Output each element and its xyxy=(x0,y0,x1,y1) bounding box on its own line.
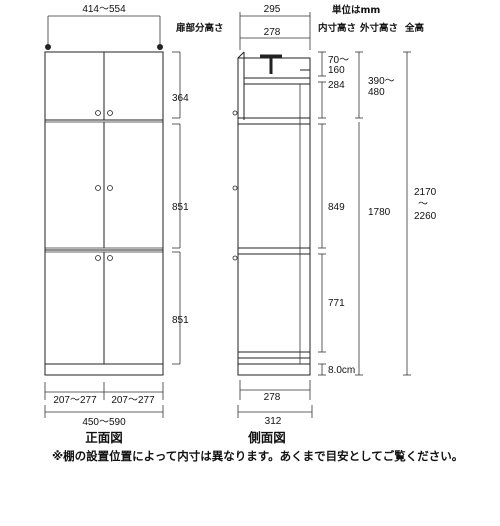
side-inner-top-range: 70〜 160 xyxy=(328,55,352,76)
header-inner-height: 内寸高さ xyxy=(318,22,356,34)
side-inner-top-range-a: 70〜 xyxy=(328,55,349,66)
door-knob-bottom-left xyxy=(95,255,101,261)
side-cabinet-body xyxy=(237,57,311,365)
front-bottom-right-width: 207〜277 xyxy=(111,395,155,406)
side-outer-upper-b: 480 xyxy=(368,87,385,98)
side-inner-base: 8.0cm xyxy=(328,365,355,376)
side-plinth xyxy=(237,363,311,376)
side-knob-top xyxy=(232,110,238,116)
installation-note: ※棚の設置位置によって内寸は異なります。あくまで目安としてご覧ください。 xyxy=(52,449,463,463)
side-inner-low: 771 xyxy=(328,298,345,309)
side-knob-low xyxy=(232,255,238,261)
front-door-height-mid: 851 xyxy=(172,202,189,213)
front-view: 414〜554 364 851 8 xyxy=(44,4,189,445)
front-door-height-bottom: 851 xyxy=(172,315,189,326)
side-total-height-a: 2170 xyxy=(414,187,437,198)
front-left-post-knob xyxy=(45,44,51,50)
side-view: 単位はmm 295 278 278 xyxy=(175,4,439,445)
header-door-height: 扉部分高さ xyxy=(175,22,224,34)
side-outer-lower: 1780 xyxy=(368,207,391,218)
side-total-height-b: 〜 xyxy=(418,199,428,210)
side-bottom-inner-depth: 278 xyxy=(264,392,281,403)
side-inner-mid: 849 xyxy=(328,202,345,213)
side-top-outer-depth: 295 xyxy=(264,4,281,15)
side-outer-upper: 390〜 480 xyxy=(368,76,397,98)
side-total-height: 2170 〜 2260 xyxy=(414,187,439,222)
side-knob-mid xyxy=(232,185,238,191)
front-plinth xyxy=(44,363,164,376)
door-knob-top-right xyxy=(107,110,113,116)
header-total-height: 全高 xyxy=(404,22,425,34)
front-door-height-top: 364 xyxy=(172,93,189,104)
side-top-inner-depth: 278 xyxy=(264,27,281,38)
front-bottom-left-width: 207〜277 xyxy=(53,395,97,406)
side-bottom-outer-depth: 312 xyxy=(265,416,282,427)
side-inner-top-range-b: 160 xyxy=(328,65,345,76)
side-inner-top-fixed: 284 xyxy=(328,80,345,91)
front-view-caption: 正面図 xyxy=(85,430,123,445)
door-knob-mid-left xyxy=(95,185,101,191)
units-label: 単位はmm xyxy=(332,4,380,16)
side-total-height-c: 2260 xyxy=(414,211,437,222)
side-outer-upper-a: 390〜 xyxy=(368,76,395,87)
door-knob-top-left xyxy=(95,110,101,116)
front-total-width: 450〜590 xyxy=(82,417,126,428)
front-right-post-knob xyxy=(157,44,163,50)
side-view-caption: 側面図 xyxy=(247,430,286,445)
door-knob-bottom-right xyxy=(107,255,113,261)
header-outer-height: 外寸高さ xyxy=(359,22,398,34)
door-knob-mid-right xyxy=(107,185,113,191)
front-top-width: 414〜554 xyxy=(82,4,126,15)
